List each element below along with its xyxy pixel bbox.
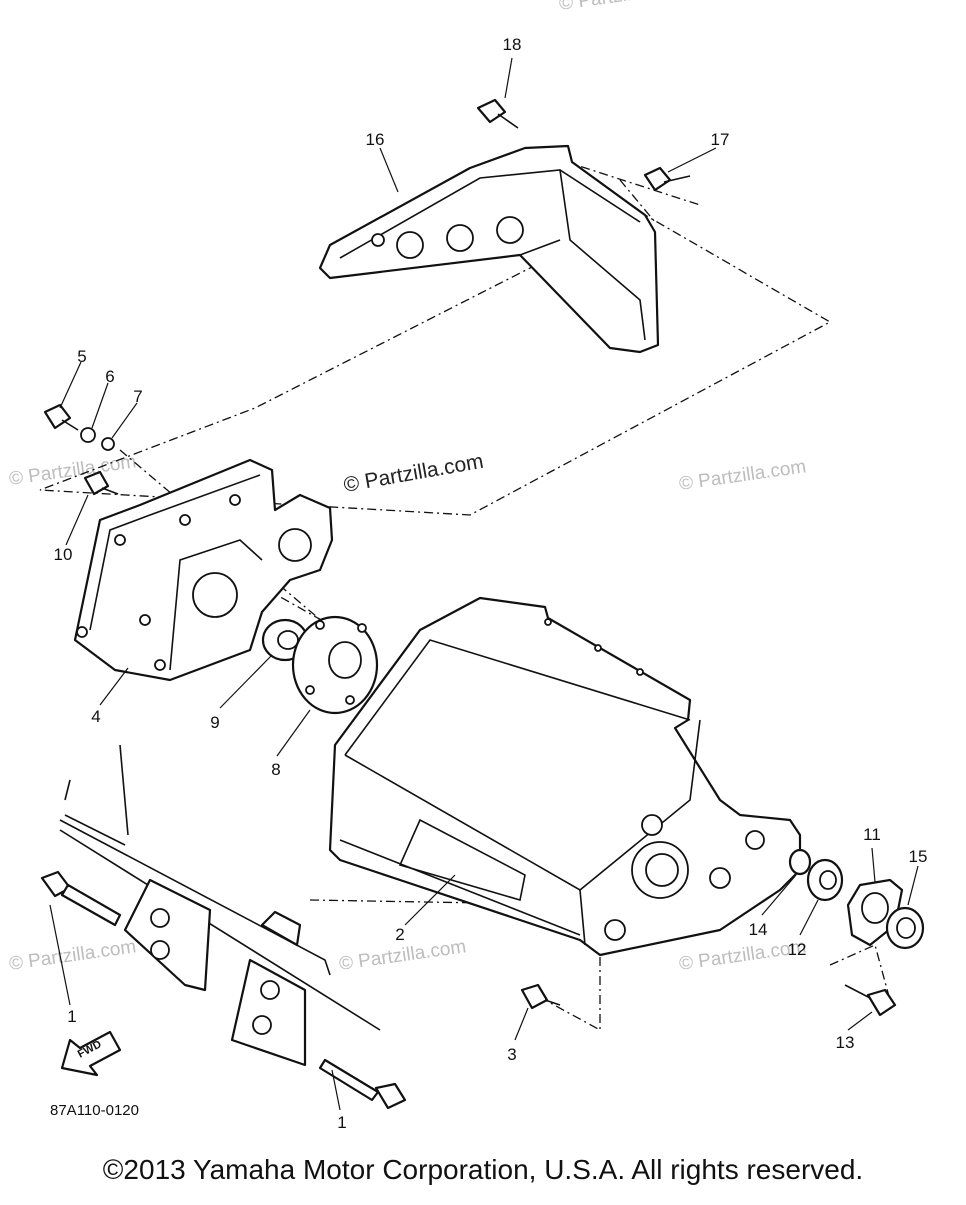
bolt-part-13 [844, 984, 897, 1017]
callout-8: 8 [271, 760, 280, 779]
bolt-part-3 [520, 983, 561, 1010]
bearing-part-12 [806, 858, 844, 902]
bracket-hole [396, 231, 424, 259]
callout-18: 18 [503, 35, 522, 54]
watermark-bottom-left: © Partzilla.com [8, 936, 138, 975]
bolt-part-18 [476, 98, 519, 129]
bolt-part-5 [43, 403, 79, 431]
callout-9: 9 [210, 713, 219, 732]
callout-7: 7 [133, 387, 142, 406]
bolt-part-1-lower [318, 1058, 407, 1110]
watermark-right: © Partzilla.com [678, 456, 808, 495]
callout-12: 12 [788, 940, 807, 959]
callout-17: 17 [711, 130, 730, 149]
callout-4: 4 [91, 707, 100, 726]
housing-part-2 [328, 596, 802, 957]
bracket-hole [446, 224, 474, 252]
leader-lines [49, 57, 919, 1111]
bracket-hole [371, 233, 385, 247]
callout-5: 5 [77, 347, 86, 366]
callout-13: 13 [836, 1033, 855, 1052]
side-plate-part-4 [73, 458, 334, 682]
watermark-left: © Partzilla.com [8, 451, 138, 490]
diagram-code: 87A110-0120 [50, 1102, 139, 1119]
callout-3: 3 [507, 1045, 516, 1064]
callout-10: 10 [54, 545, 73, 564]
callout-14: 14 [749, 920, 768, 939]
flange-part-8 [291, 615, 379, 715]
washer-part-6 [80, 427, 96, 443]
callout-1-upper: 1 [67, 1007, 76, 1026]
watermark-center: © Partzilla.com [342, 450, 485, 497]
bolt-part-17 [643, 166, 691, 192]
callout-1-lower: 1 [337, 1113, 346, 1132]
callout-2: 2 [395, 925, 404, 944]
frame-outline [59, 744, 381, 1067]
plate-bore [192, 572, 238, 618]
bracket-part-16 [318, 144, 660, 354]
callout-16: 16 [366, 130, 385, 149]
seal-part-15 [885, 906, 925, 950]
callout-labels: 18 16 17 5 6 7 10 4 9 8 2 11 15 14 12 13… [54, 35, 928, 1132]
callout-15: 15 [909, 847, 928, 866]
watermark-top: © Partzilla.com [558, 0, 688, 15]
bolt-part-1-upper [40, 870, 122, 927]
copyright-notice: ©2013 Yamaha Motor Corporation, U.S.A. A… [102, 1154, 864, 1185]
bracket-hole [496, 216, 524, 244]
bolt-part-10 [83, 470, 119, 496]
callout-6: 6 [105, 367, 114, 386]
callout-11: 11 [863, 825, 881, 844]
washer-part-14 [788, 848, 812, 876]
washer-part-7 [101, 437, 115, 451]
plate-bore [278, 528, 312, 562]
fwd-arrow-icon: FWD [60, 1030, 122, 1077]
